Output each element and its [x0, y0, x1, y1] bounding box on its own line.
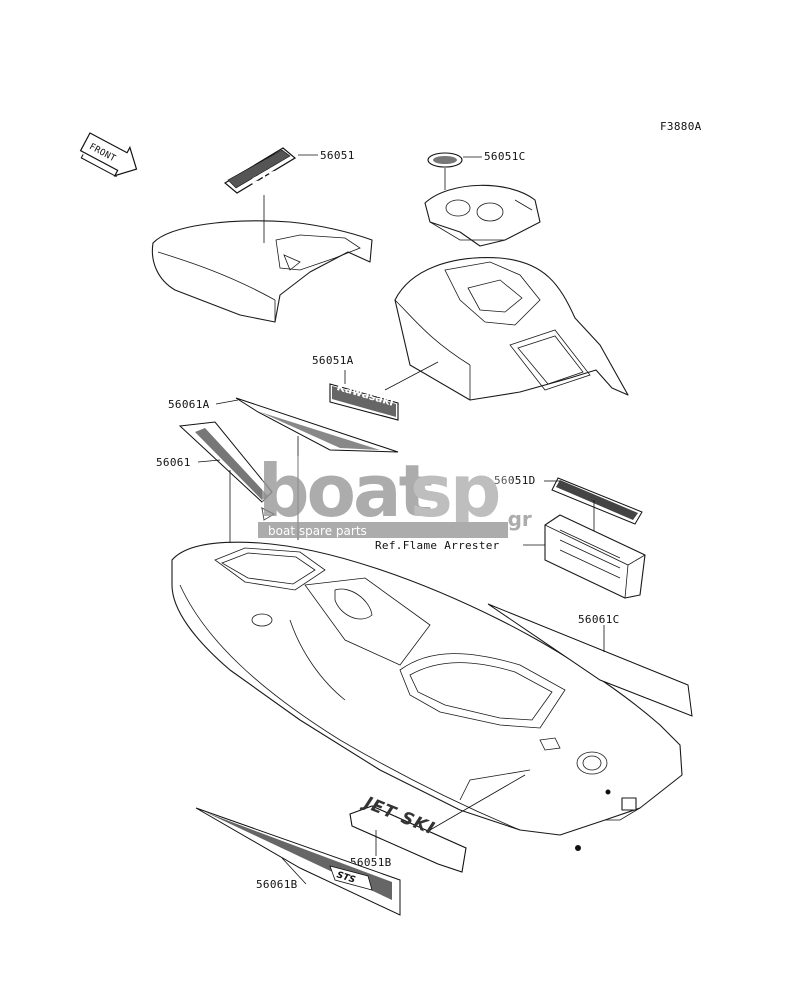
stripe-56061A: [235, 397, 399, 453]
hood-part: [394, 257, 629, 401]
small-badge-decal: [427, 152, 463, 168]
figure-code: F3880A: [660, 120, 702, 133]
flame-arrester-part: [544, 514, 646, 599]
stripe-56061B: STS: [195, 807, 401, 916]
callout-56061B: 56061B: [256, 878, 298, 891]
instrument-panel-part: [424, 184, 541, 247]
callout-56051A: 56051A: [312, 354, 354, 367]
ref-flame-arrester: Ref.Flame Arrester: [375, 539, 500, 552]
stripe-56061C: [487, 603, 693, 717]
callout-56051C: 56051C: [484, 150, 526, 163]
sts-seat-decal: STS: [223, 147, 297, 194]
kawasaki-decal: Kawasaki: [329, 380, 399, 421]
watermark-logo: boat sp .gr boat spare parts: [258, 449, 532, 538]
callout-56061: 56061: [156, 456, 191, 469]
callout-56061C: 56061C: [578, 613, 620, 626]
watermark-tagline: boat spare parts: [268, 524, 367, 538]
hull-part: [171, 541, 683, 851]
watermark-brand-a: boat: [258, 449, 432, 533]
flame-arrester-label-decal: [551, 477, 643, 525]
seat-part: [151, 220, 373, 323]
front-arrow-icon: FRONT: [79, 132, 138, 178]
watermark-brand-b: sp: [410, 449, 499, 533]
callout-56061A: 56061A: [168, 398, 210, 411]
stripe-56061: [178, 421, 276, 521]
callout-56051: 56051: [320, 149, 355, 162]
callout-56051D: 56051D: [494, 474, 536, 487]
